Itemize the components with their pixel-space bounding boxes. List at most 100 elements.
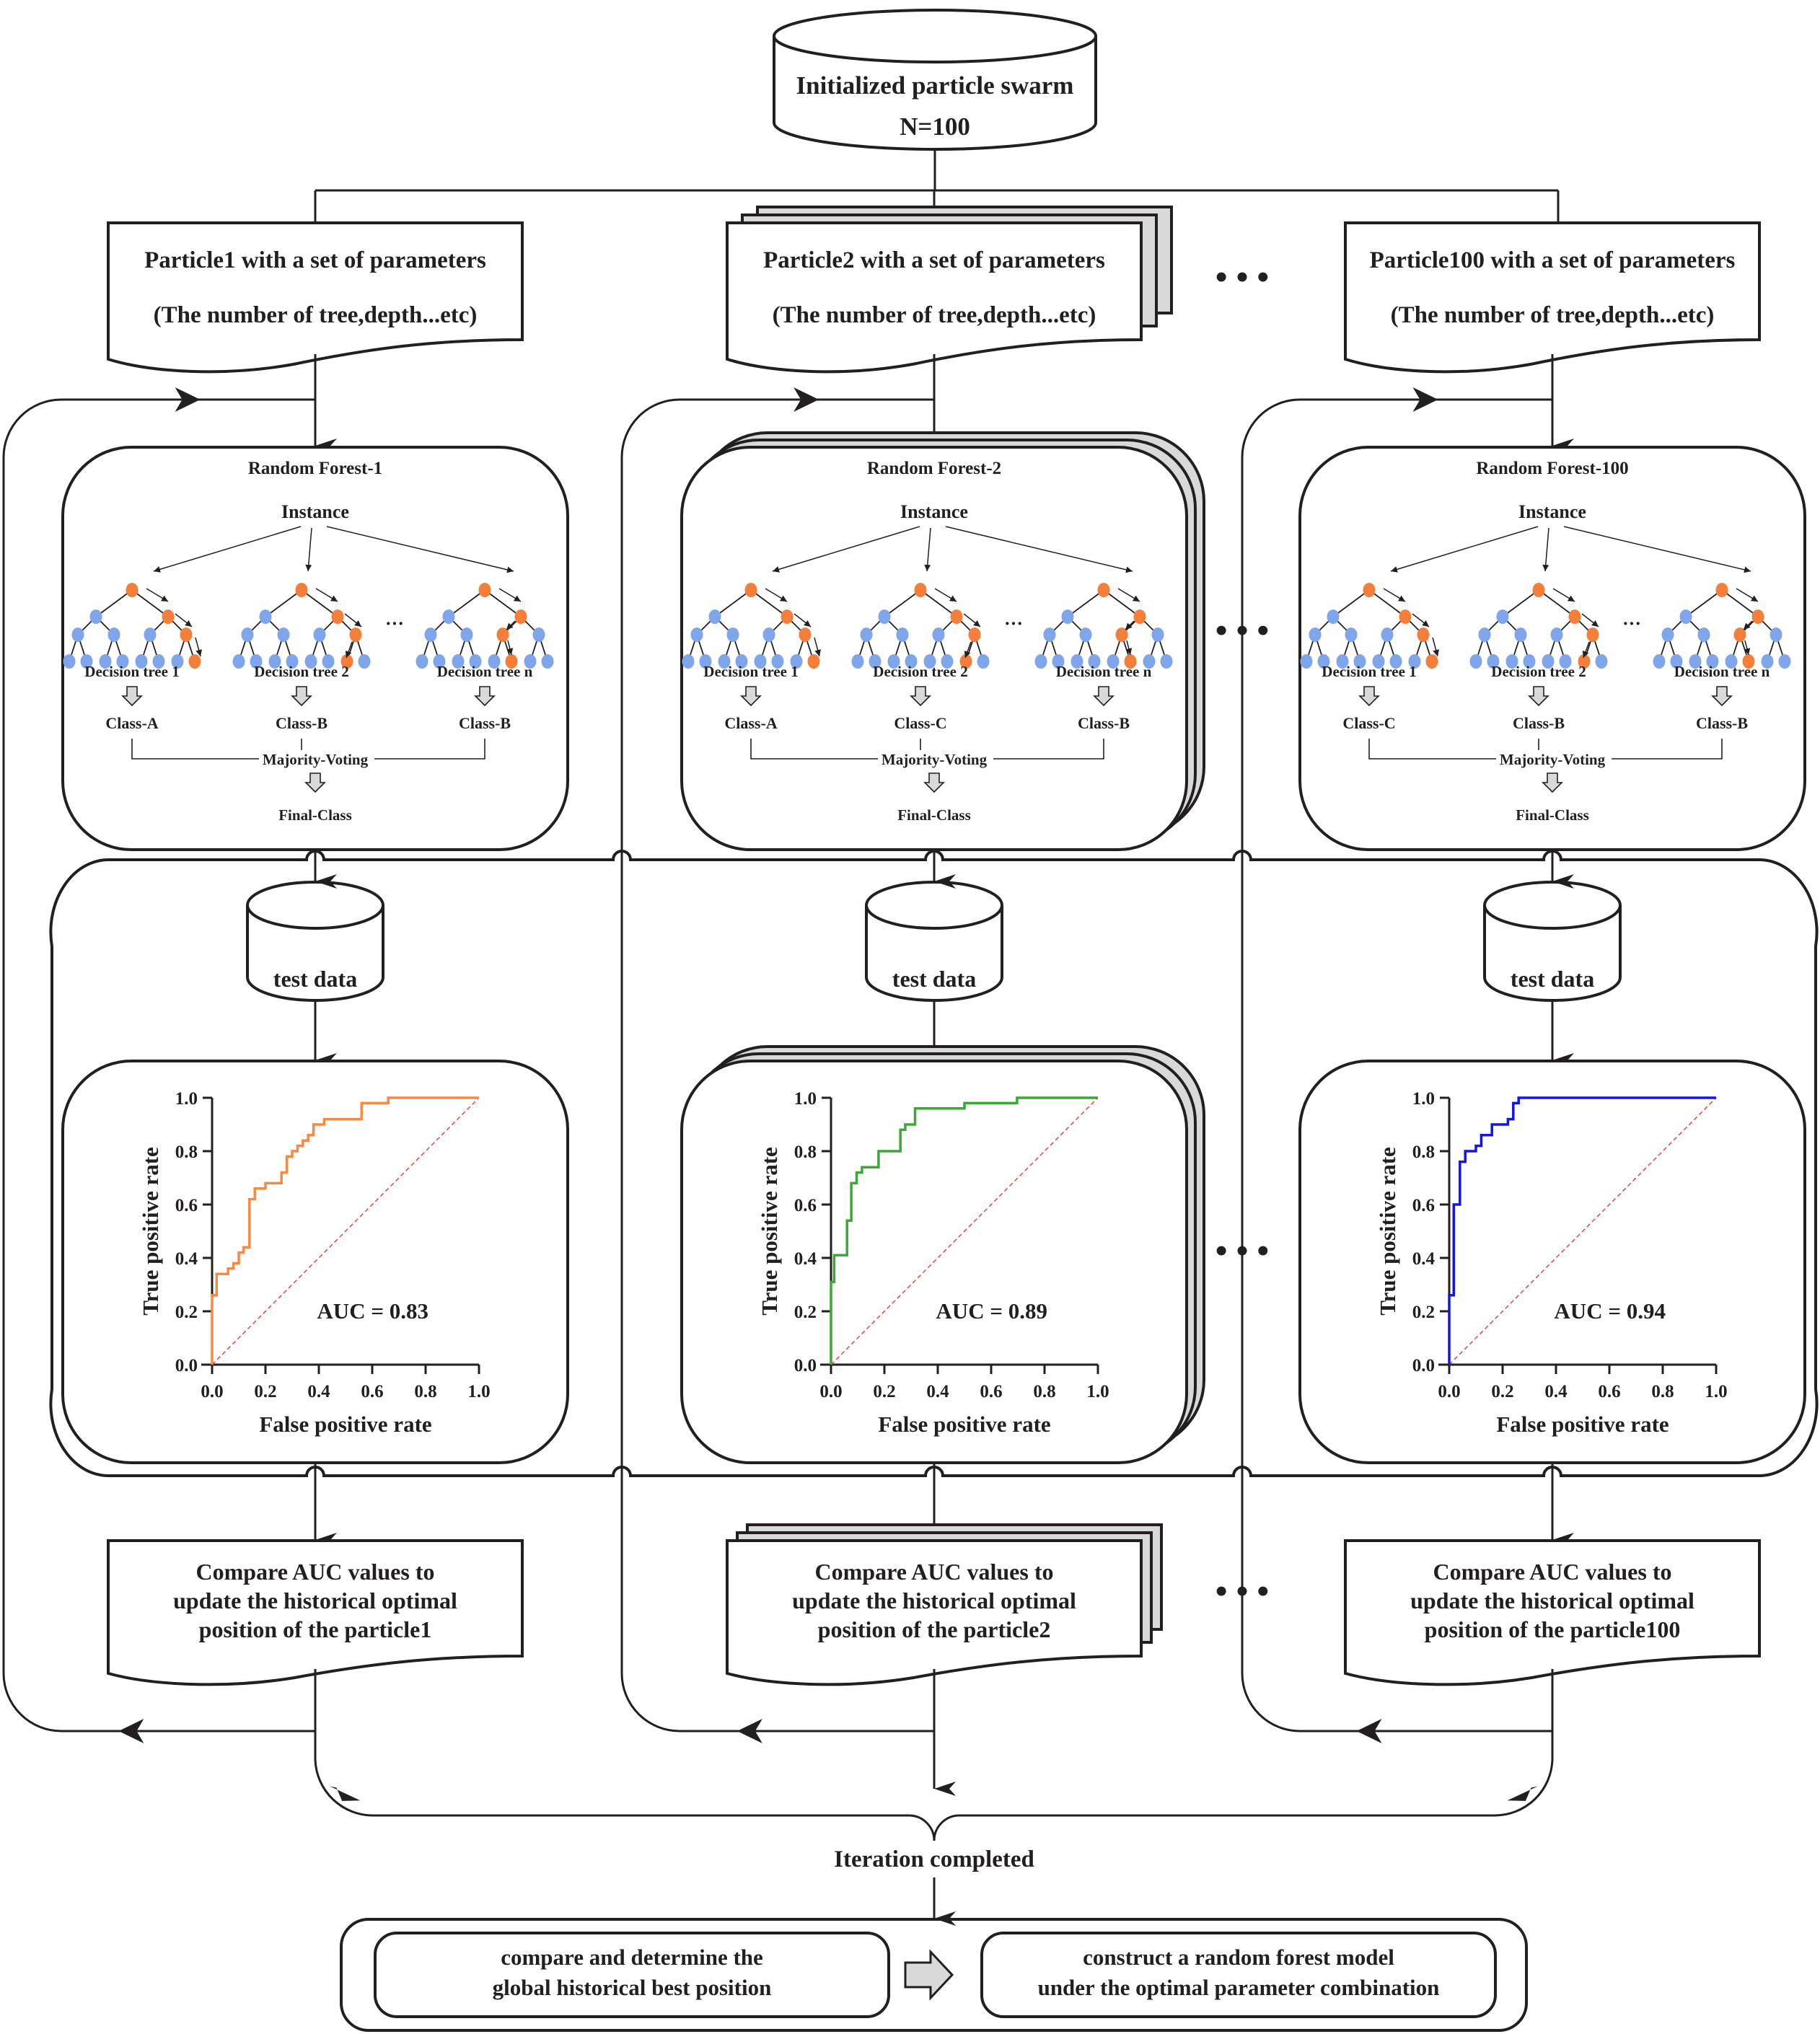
particle-title: Particle1 with a set of parameters [144,247,486,273]
tree-ellipsis: ··· [1622,613,1641,634]
tree-node-active [1715,583,1728,597]
tree-node [250,654,263,669]
tree-node [135,654,148,669]
tree-node [726,628,739,642]
tree-node [932,628,945,642]
tree-node [1559,654,1572,669]
tree-node [268,654,281,669]
compare-text-line: Compare AUC values to [196,1559,435,1585]
forest-title: Random Forest-2 [867,459,1001,478]
tree-node [1679,609,1692,624]
x-tick-label: 0.0 [201,1382,223,1401]
tree-node-active [1733,628,1746,642]
instance-label: Instance [900,501,968,522]
tree-node [532,628,545,642]
distribution-bus [314,149,1560,225]
tree-node-active [1586,628,1599,642]
majority-voting-label: Majority-Voting [1500,751,1606,768]
compare-text-line: position of the particle100 [1425,1616,1681,1642]
particle-100-box: Particle100 with a set of parameters(The… [1344,221,1761,374]
tree-node [1697,628,1710,642]
tree-node [1071,654,1083,669]
x-axis-label: False positive rate [878,1412,1050,1437]
tree-node [116,654,129,669]
x-tick-label: 0.2 [873,1382,895,1401]
y-tick-label: 0.8 [175,1143,198,1162]
class-label: Class-C [1342,714,1395,732]
compare-text-line: update the historical optimal [173,1588,457,1613]
tree-node [232,654,245,669]
tree-node [241,628,254,642]
tree-node [460,628,473,642]
x-tick-label: 0.4 [307,1382,330,1401]
particle-params: (The number of tree,depth...etc) [1391,302,1715,328]
tree-node [277,628,290,642]
tree-node-active [505,654,518,669]
test-data-label: test data [273,966,357,992]
tree-node [887,654,900,669]
global-best-step [374,1932,890,2018]
test-data-database: test data [246,881,384,1002]
tree-node [259,609,272,624]
y-tick-label: 0.2 [794,1303,817,1322]
tree-node [1761,654,1774,669]
y-tick-label: 0.2 [175,1303,198,1322]
tree-node-active [126,583,139,597]
construct-model-step [980,1932,1497,2018]
chance-diagonal-line [830,1097,1099,1365]
decision-tree-label: Decision tree 1 [703,663,798,680]
tree-ellipsis: ··· [385,613,404,634]
tree-node [1107,654,1120,669]
tree-node [1061,609,1074,624]
tree-node [1496,609,1509,624]
loop-arrow-right-icon [793,387,819,412]
tree-node [358,654,371,669]
tree-node [304,654,317,669]
tree-node [941,654,954,669]
particle-params: (The number of tree,depth...etc) [154,302,478,328]
y-tick-label: 0.8 [794,1143,817,1162]
global-best-line-2: global historical best position [493,1975,772,2000]
class-label: Class-B [459,714,511,732]
tree-node-active [162,609,175,624]
column-ellipsis: • • • [1215,258,1269,296]
y-tick-label: 0.0 [794,1356,817,1375]
tree-node-active [1425,654,1438,669]
tree-node [469,654,482,669]
feedback-loop [2,387,315,1743]
roc-curve [830,1096,1098,1365]
particle-params: (The number of tree,depth...etc) [773,302,1096,328]
y-tick-label: 0.2 [1412,1303,1435,1322]
tree-node [682,654,695,669]
tree-node [1514,628,1527,642]
loop-arrow-left-icon [1356,1719,1382,1743]
x-tick-label: 0.6 [361,1382,383,1401]
iteration-completed-label: Iteration completed [834,1846,1034,1872]
feedback-loop [1241,387,1552,1743]
tree-node [442,609,455,624]
tree-node [754,654,767,669]
tree-node [708,609,721,624]
instance-label: Instance [281,501,349,522]
class-label: Class-B [276,714,327,732]
tree-node [1034,654,1047,669]
tree-node-active [807,654,820,669]
tree-node-active [180,628,193,642]
tree-node [488,654,501,669]
x-tick-label: 0.6 [980,1382,1002,1401]
compare-text-line: Compare AUC values to [1433,1559,1672,1585]
decision-tree-label: Decision tree 2 [873,663,967,680]
tree-node [541,654,554,669]
tree-node [452,654,465,669]
tree-node [1487,654,1500,669]
x-tick-label: 0.8 [1651,1382,1674,1401]
tree-node [1143,654,1156,669]
construct-model-line-2: under the optimal parameter combination [1038,1975,1440,2000]
tree-node-active [968,628,981,642]
tree-node [1317,654,1330,669]
swarm-size: N=100 [900,113,970,141]
class-label: Class-B [1696,714,1748,732]
